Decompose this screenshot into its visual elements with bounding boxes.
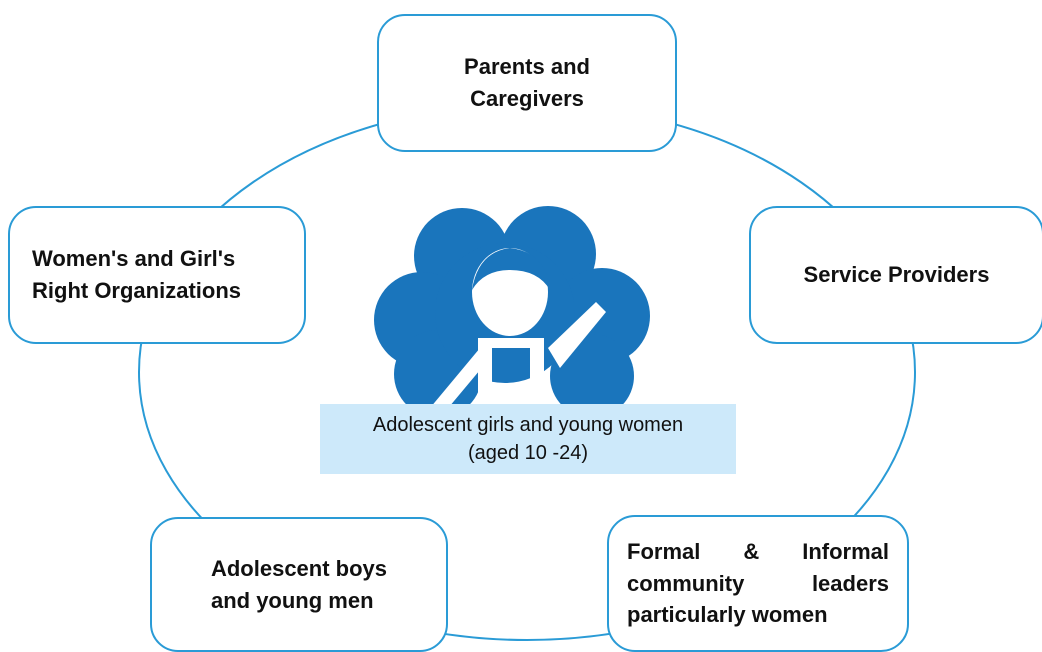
node-community-leaders: Formal & Informal community leaders part… [607, 515, 909, 652]
flower-girl-logo-icon [374, 206, 650, 418]
node-womens-girls-rights-orgs: Women's and Girl's Right Organizations [8, 206, 306, 344]
node-womens-label: Women's and Girl's Right Organizations [32, 246, 241, 303]
center-label-line1: Adolescent girls and young women [372, 414, 684, 436]
node-service-label: Service Providers [803, 262, 990, 288]
node-formal-label: Formal & Informal community leaders part… [627, 538, 889, 628]
node-adolescent-boys: Adolescent boys and young men [150, 517, 448, 652]
node-service-providers: Service Providers [749, 206, 1042, 344]
node-boys-label: Adolescent boys and young men [210, 555, 388, 613]
center-label: Adolescent girls and young women (aged 1… [320, 404, 736, 474]
node-parents-label: Parents and Caregivers [464, 54, 590, 111]
center-label-line2: (aged 10 -24) [467, 442, 589, 464]
node-parents-caregivers: Parents and Caregivers [377, 14, 677, 152]
